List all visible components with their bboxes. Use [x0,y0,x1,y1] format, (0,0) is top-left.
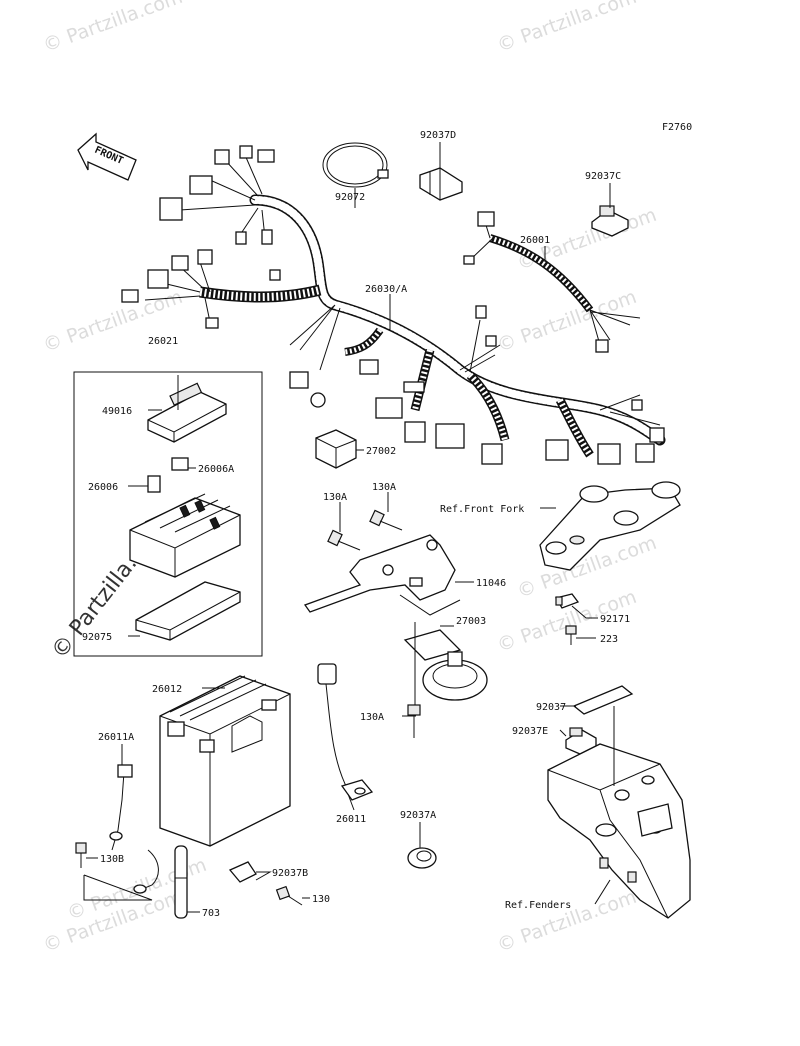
label-92037E: 92037E [512,726,548,737]
label-92037D: 92037D [420,130,456,141]
label-130A-1: 130A [323,492,347,503]
label-92037: 92037 [536,702,566,713]
plate-92037 [572,685,634,715]
bracket-11046 [303,534,461,616]
label-26006A: 26006A [198,464,234,475]
battery-cable-26011A [109,764,133,851]
rear-fender [547,743,691,919]
bolt-130 [275,885,303,906]
label-26030A: 26030/A [365,284,407,295]
label-49016: 49016 [102,406,132,417]
watermark: © Partzilla.com [40,0,185,57]
label-26011: 26011 [336,814,366,825]
label-92037B: 92037B [272,868,308,879]
relay-27002 [315,429,357,469]
label-27003: 27003 [456,616,486,627]
label-26006: 26006 [88,482,118,493]
watermark: © Partzilla.com [494,0,639,57]
label-27002: 27002 [366,446,396,457]
label-92037A: 92037A [400,810,436,821]
label-26011A: 26011A [98,732,134,743]
label-223: 223 [600,634,618,645]
screw-223 [565,625,577,645]
part-labels: 92037D 92072 92037C 26001 26030/A 26021 … [82,130,630,919]
label-26001: 26001 [520,235,550,246]
breather-tube-703 [174,845,188,919]
main-wiring-harness [121,145,666,465]
watermark: © Partzilla.com [494,886,639,957]
label-ref-fenders: Ref.Fenders [505,900,571,911]
bolt-130B [75,842,87,868]
cable-tie-92072 [322,142,389,188]
ground-cable [133,849,159,894]
front-direction-arrow: FRONT [77,132,137,181]
sub-harness-26001 [463,211,641,353]
label-130: 130 [312,894,330,905]
label-ref-front-fork: Ref.Front Fork [440,504,524,515]
label-11046: 11046 [476,578,506,589]
label-26021: 26021 [148,336,178,347]
label-92171: 92171 [600,614,630,625]
clamp-92037A [407,847,437,869]
bolt-130A-b [369,509,403,531]
clamp-92037D [419,167,463,201]
label-92075: 92075 [82,632,112,643]
leader-lines [83,142,615,913]
label-703: 703 [202,908,220,919]
label-26012: 26012 [152,684,182,695]
front-fork-bracket [539,481,681,571]
label-130A-3: 130A [360,712,384,723]
battery-26012 [159,675,291,847]
horn-27003 [403,629,488,701]
label-130A-2: 130A [372,482,396,493]
starter-lead-26011 [317,663,374,801]
label-92037C: 92037C [585,171,621,182]
bolt-130A-a [327,529,361,551]
label-130B: 130B [100,854,124,865]
clamp-92037B [228,861,257,883]
bracket-92171 [554,593,580,609]
clamp-92037C [591,205,629,237]
label-92072: 92072 [335,192,365,203]
junction-box-26021 [73,371,263,657]
bolt-130A-c [407,704,421,738]
watermark: © Partzilla.com [494,286,639,357]
figure-id: F2760 [662,122,692,133]
